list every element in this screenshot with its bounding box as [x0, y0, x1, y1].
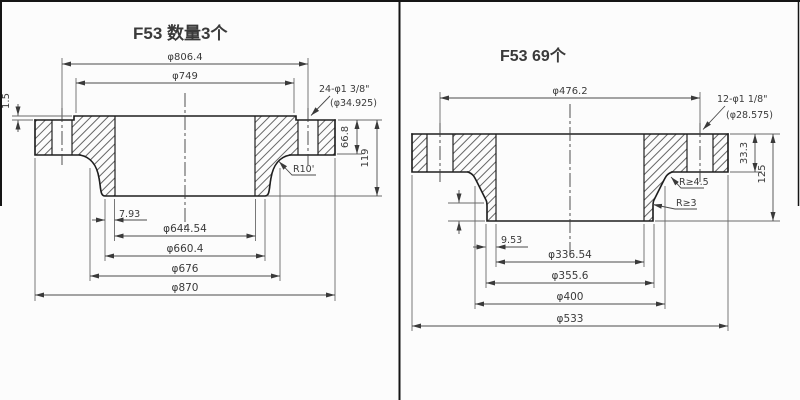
- right-dim-hub: φ400: [557, 291, 584, 303]
- right-dim-outer-diameter: φ533: [557, 313, 584, 325]
- left-dim-bore: φ644.54: [163, 223, 207, 235]
- right-centerlines: [439, 104, 701, 255]
- right-dim-hub-base: φ355.6: [552, 270, 589, 282]
- left-dimension-lines: [15, 61, 380, 298]
- left-dim-face-step: 1.5: [1, 93, 12, 109]
- left-bolt-note-line2: (φ34.925): [330, 98, 377, 109]
- right-title: F53 69个: [500, 46, 567, 65]
- right-bolt-note-line1: 12-φ1 1/8": [717, 94, 768, 105]
- left-title: F53 数量3个: [133, 23, 228, 43]
- left-centerlines: [61, 93, 309, 232]
- right-dim-hub-offset: 9.53: [501, 235, 522, 246]
- right-dim-ring-thickness: 33.3: [739, 142, 750, 164]
- right-dim-fillet-bottom: R≥3: [676, 198, 697, 209]
- right-bolt-note-line2: (φ28.575): [726, 110, 773, 121]
- right-dim-bore: φ336.54: [548, 249, 592, 261]
- right-dimension-lines: [412, 95, 776, 329]
- left-dim-hub-base: φ660.4: [167, 243, 204, 255]
- right-flange-drawing: F53 69个: [411, 46, 780, 331]
- right-dim-total-height: 125: [757, 164, 768, 183]
- right-dim-fillet-top: R≥4.5: [679, 177, 709, 188]
- left-flange-drawing: F53 数量3个: [1, 23, 382, 301]
- left-bolt-note-line1: 24-φ1 3/8": [319, 84, 370, 95]
- right-dim-bolt-circle: φ476.2: [552, 86, 587, 97]
- left-dim-outer-diameter: φ870: [172, 282, 199, 294]
- left-dim-ring-thickness: 66.8: [340, 126, 351, 148]
- left-dim-total-height: 119: [360, 148, 371, 167]
- left-dim-raised-face: φ749: [172, 71, 198, 82]
- right-extension-lines: [411, 92, 780, 331]
- left-dim-hub-offset: 7.93: [119, 209, 140, 220]
- left-dim-bolt-circle: φ806.4: [167, 52, 202, 63]
- left-dim-hub: φ676: [172, 263, 199, 275]
- left-dim-fillet: R10': [293, 164, 314, 175]
